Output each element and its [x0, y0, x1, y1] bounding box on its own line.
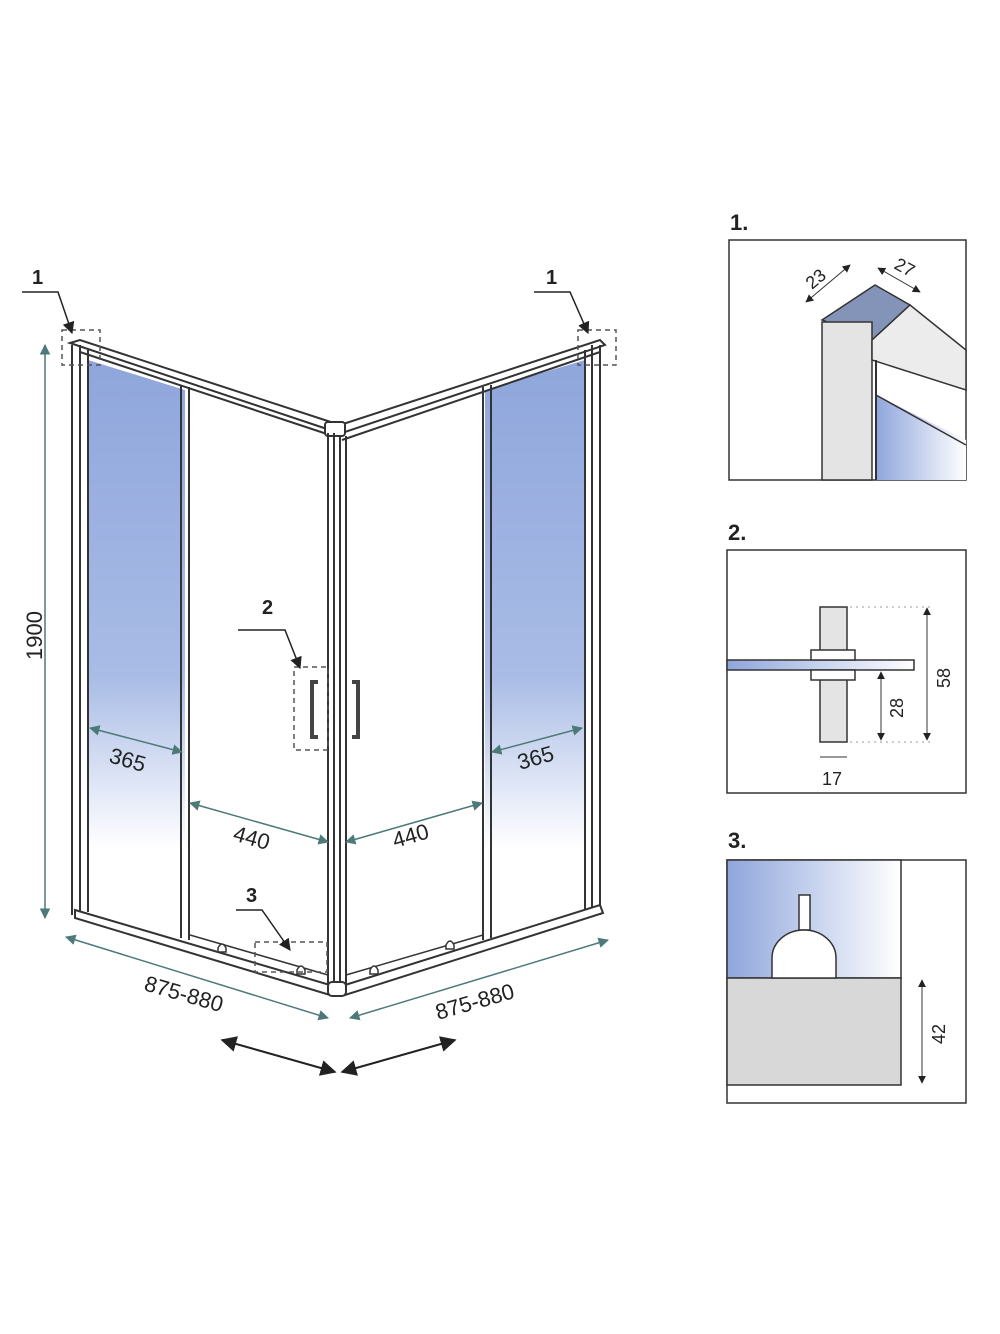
top-rail — [66, 338, 607, 441]
detail-panel-1: 1. 23 27 — [728, 210, 967, 481]
detail-2-dim-28: 28 — [887, 698, 907, 718]
dimension-lines — [39, 343, 610, 1021]
left-fixed-glass — [88, 360, 185, 935]
callout-label-1-right: 1 — [546, 267, 557, 289]
detail-panel-2: 2. 58 28 17 — [726, 520, 967, 794]
callout-label-2: 2 — [262, 597, 273, 619]
overall-width-left: 875-880 — [142, 971, 227, 1017]
detail-2-title: 2. — [728, 520, 746, 545]
detail-3-dim-42: 42 — [929, 1024, 949, 1044]
door-handles — [310, 680, 360, 739]
frame-posts — [71, 345, 601, 985]
detail-2-dim-58: 58 — [934, 668, 954, 688]
right-handle — [352, 680, 360, 739]
detail-2-dim-17: 17 — [822, 769, 842, 789]
detail-1-title: 1. — [730, 210, 748, 235]
right-fixed-glass — [485, 360, 585, 935]
detail-panel-3: 3. 42 — [726, 828, 967, 1104]
detail-3-title: 3. — [728, 828, 746, 853]
door-width-right: 440 — [389, 819, 431, 853]
adjustment-arrows — [220, 1036, 457, 1076]
callout-label-3: 3 — [246, 885, 257, 907]
left-handle — [310, 680, 318, 739]
overall-width-right: 875-880 — [432, 979, 517, 1025]
callout-label-1-left: 1 — [32, 267, 43, 289]
height-dimension: 1900 — [22, 611, 47, 660]
door-width-left: 440 — [231, 821, 273, 855]
